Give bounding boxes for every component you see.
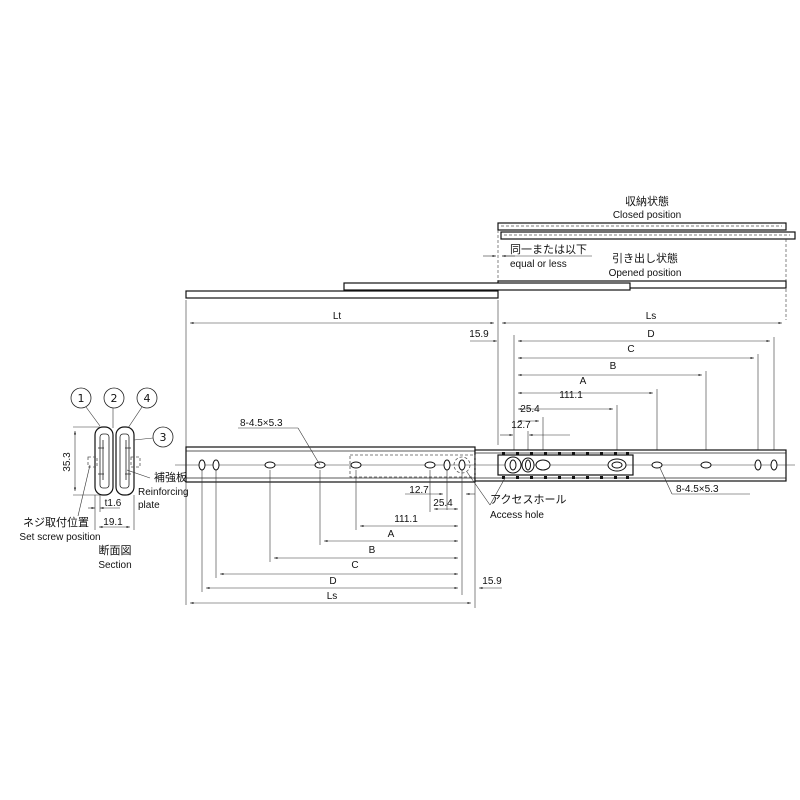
dim-15-9-bottom: 15.9 <box>482 576 502 587</box>
bottom-dimensions: 12.7 25.4 111.1 A B C D 15.9 Ls <box>190 470 502 608</box>
dim-25-4-bottom: 25.4 <box>433 498 453 509</box>
dim-d-top: D <box>647 329 654 340</box>
access-hole-en: Access hole <box>490 510 544 521</box>
callout-1-label: 1 <box>78 392 85 405</box>
dim-b-top: B <box>610 361 617 372</box>
dim-t1-6: t1.6 <box>105 498 122 509</box>
dim-b-bottom: B <box>369 545 376 556</box>
closed-rails <box>497 222 796 240</box>
dim-25-4-top: 25.4 <box>520 404 540 415</box>
callout-1 <box>70 387 92 409</box>
top-dimensions: Lt Ls 15.9 D C B A 111.1 25.4 12.7 <box>185 300 782 605</box>
opened-label-en: Opened position <box>609 268 682 279</box>
screw-position-jp: ネジ取付位置 <box>23 515 89 529</box>
dim-a-top: A <box>580 376 587 387</box>
dim-d-bottom: D <box>329 576 336 587</box>
closed-label-jp: 収納状態 <box>625 194 669 208</box>
access-hole-jp: アクセスホール <box>490 493 566 506</box>
dim-ls-top: Ls <box>646 311 657 322</box>
dim-12-7-bottom: 12.7 <box>409 485 429 496</box>
closed-label-en: Closed position <box>613 210 681 221</box>
dim-35-3: 35.3 <box>62 452 73 472</box>
dim-111-1-bottom: 111.1 <box>394 514 418 525</box>
opened-label-jp: 引き出し状態 <box>612 251 678 265</box>
dim-15-9-top: 15.9 <box>469 329 489 340</box>
equal-label-jp: 同一または以下 <box>510 243 587 256</box>
dim-ls-bottom: Ls <box>327 591 338 602</box>
reinforcing-label-jp: 補強板 <box>154 470 187 484</box>
equal-label-en: equal or less <box>510 259 567 270</box>
section-title-en: Section <box>98 560 131 571</box>
screw-position-en: Set screw position <box>19 532 100 543</box>
rail-side-view <box>175 446 795 483</box>
reinforcing-label-plate: plate <box>138 500 160 511</box>
dim-lt: Lt <box>333 311 342 322</box>
callout-3 <box>152 426 174 448</box>
dim-12-7-top: 12.7 <box>511 420 531 431</box>
callout-4 <box>136 387 158 409</box>
callout-3-label: 3 <box>160 431 167 444</box>
callout-2 <box>103 387 125 409</box>
dim-a-bottom: A <box>388 529 395 540</box>
section-view <box>70 387 174 496</box>
holes-spec-left: 8-4.5×5.3 <box>240 418 283 429</box>
holes-spec-right: 8-4.5×5.3 <box>676 484 719 495</box>
opened-rails <box>185 280 787 299</box>
dim-c-top: C <box>627 344 634 355</box>
dim-c-bottom: C <box>351 560 358 571</box>
dim-111-1-top: 111.1 <box>559 390 583 401</box>
reinforcing-label-en: Reinforcing <box>138 487 189 498</box>
callout-2-label: 2 <box>111 392 118 405</box>
callout-4-label: 4 <box>144 392 151 405</box>
section-title-jp: 断面図 <box>99 543 132 557</box>
dim-19-1: 19.1 <box>103 517 123 528</box>
